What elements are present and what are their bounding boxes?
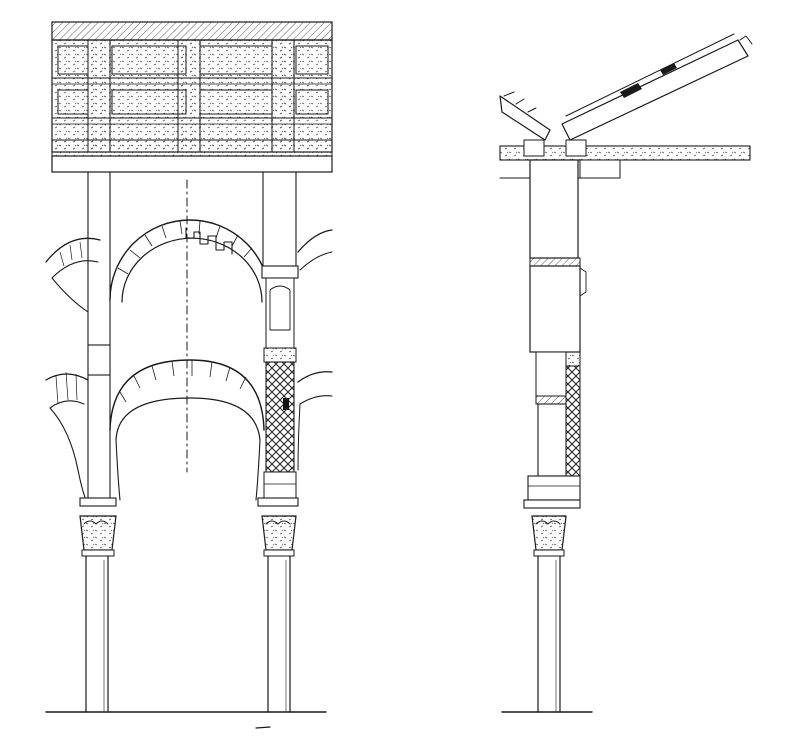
- section-pier: [523, 159, 587, 509]
- mark-tick: [255, 726, 271, 729]
- roof-left-slope: [499, 91, 551, 141]
- left-pier: [87, 344, 111, 499]
- section-shaft: [537, 555, 561, 713]
- side-section: [499, 33, 753, 713]
- column-capitals: [79, 515, 297, 557]
- roof-right-slope: [561, 33, 753, 141]
- right-upper-arch: [297, 229, 333, 271]
- upper-arch: [109, 219, 271, 303]
- left-lower-arch: [45, 371, 89, 501]
- right-pier: [261, 265, 299, 499]
- tie-beam: [499, 139, 751, 179]
- right-lower-arch: [297, 371, 333, 471]
- left-upper-arch: [45, 237, 101, 313]
- imposts: [79, 497, 299, 507]
- upper-posts: [87, 171, 297, 346]
- front-elevation: [45, 21, 333, 729]
- column-shafts: [85, 555, 291, 713]
- lower-arch: [109, 359, 265, 501]
- coffered-ceiling: [51, 21, 333, 173]
- section-capital: [531, 515, 567, 557]
